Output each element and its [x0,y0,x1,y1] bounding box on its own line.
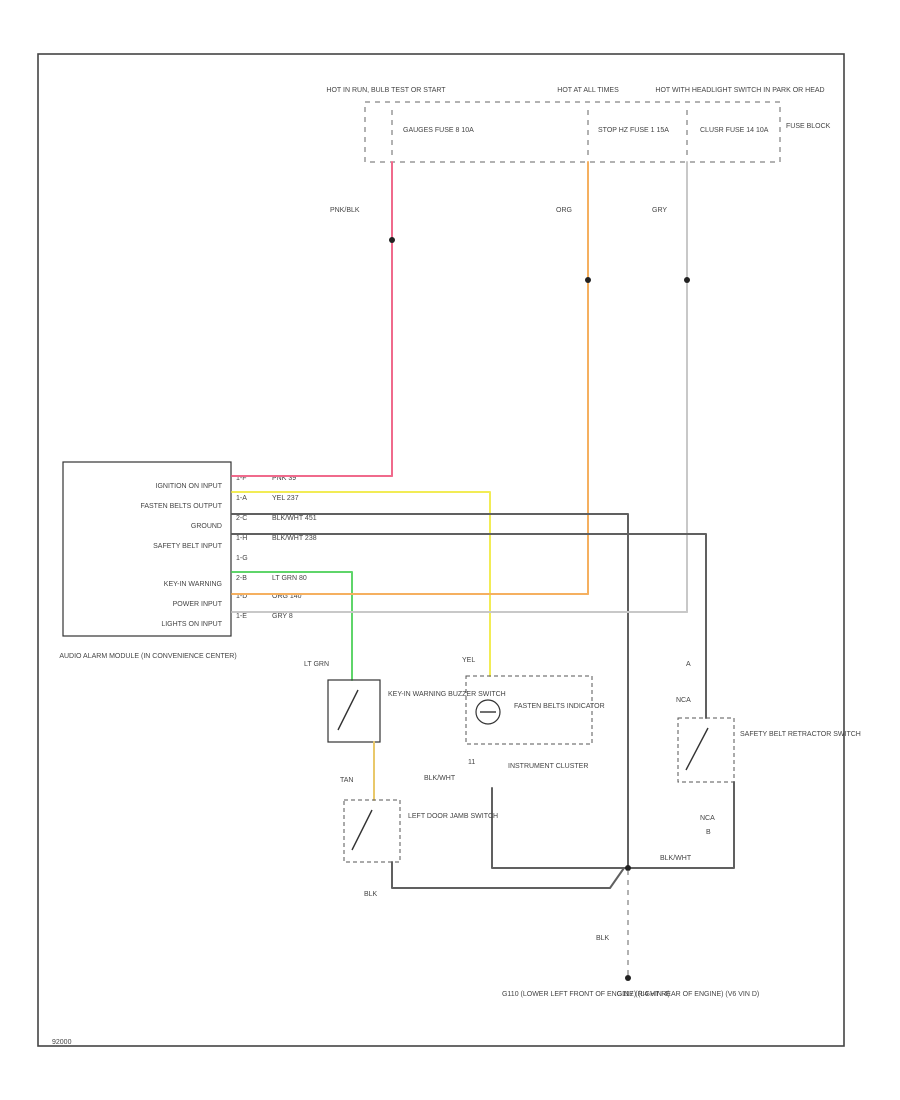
module-pin: 1-D [236,593,247,600]
module-wire-labels: PNK 39 YEL 237 BLK/WHT 451 BLK/WHT 238 L… [272,475,317,620]
wire-label-gry: GRY [652,207,667,214]
figure-id: 92000 [52,1039,72,1046]
module-pin: 1-G [236,555,248,562]
module-input: LIGHTS ON INPUT [161,621,222,628]
wire-blk-wht-belt [231,533,707,661]
connector-b-wire: NCA [700,815,715,822]
pin-wire-label: YEL 237 [272,495,299,502]
ground-g117-label: G117 (RIGHT REAR OF ENGINE) (V6 VIN D) [617,991,760,998]
hot-label-3: HOT WITH HEADLIGHT SWITCH IN PARK OR HEA… [655,87,824,94]
module-pin-labels: 1-F 1-A 2-C 1-H 1-G 2-B 1-D 1-E [236,475,248,620]
hot-label-2: HOT AT ALL TIMES [557,87,619,94]
audio-alarm-module [62,461,232,637]
connector-b-label: B [706,829,711,836]
splice-org [585,277,591,283]
fuse-label-stop-hz: STOP HZ FUSE 1 15A [598,127,669,134]
pin-wire-label: BLK/WHT 451 [272,515,317,522]
pin-wire-label: GRY 8 [272,613,293,620]
pin-wire-label: ORG 140 [272,593,302,600]
key-in-switch-arm [337,689,359,731]
wire-label-org: ORG [556,207,572,214]
key-in-switch-box [327,679,381,743]
cluster-label: INSTRUMENT CLUSTER [508,763,588,770]
wire-lt-grn [231,571,353,681]
hot-label-1: HOT IN RUN, BULB TEST OR START [326,87,446,94]
belt-switch-label: SAFETY BELT RETRACTOR SWITCH [740,731,861,738]
belt-switch-box [677,717,735,783]
door-switch-label: LEFT DOOR JAMB SWITCH [408,813,498,820]
module-pin: 1-F [236,475,247,482]
fasten-belts-lamp [475,699,501,725]
module-input: FASTEN BELTS OUTPUT [140,503,222,510]
wire-label-tan: TAN [340,777,353,784]
module-input: GROUND [191,523,222,530]
wire-label-lt-grn: LT GRN [304,661,329,668]
module-input: POWER INPUT [173,601,223,608]
wire-label-blk-lower: BLK [596,935,610,942]
fuse-label-gauges: GAUGES FUSE 8 10A [403,127,474,134]
ground-g110-label: G110 (LOWER LEFT FRONT OF ENGINE) (L4 VI… [502,991,670,998]
module-input: IGNITION ON INPUT [156,483,223,490]
splice-gry [684,277,690,283]
wire-yel [231,491,491,677]
pin-wire-label: LT GRN 80 [272,575,307,582]
module-input: SAFETY BELT INPUT [153,543,223,550]
door-switch-box [343,799,401,863]
connector-a-label: A [686,661,691,668]
module-pin: 1-E [236,613,247,620]
ground-splice [625,865,631,871]
pin-wire-label: PNK 39 [272,475,296,482]
wire-belt-lower [627,781,735,869]
fuse-block-outline [364,101,781,163]
wire-label-blk: BLK [364,891,378,898]
wire-blk-door [391,861,625,889]
fuse-label-clusr: CLUSR FUSE 14 10A [700,127,769,134]
module-pin: 2-C [236,515,247,522]
fuse-block-label: FUSE BLOCK [786,123,831,130]
splice-pnk [389,237,395,243]
module-pin: 2-B [236,575,247,582]
module-input-labels: IGNITION ON INPUT FASTEN BELTS OUTPUT GR… [140,483,222,628]
diagram-frame [37,53,845,1047]
pin-wire-label: BLK/WHT 238 [272,535,317,542]
instrument-cluster-box [465,675,593,745]
wire-label-pnk-blk: PNK/BLK [330,207,360,214]
wire-label-yel: YEL [462,657,475,664]
belt-switch-arm [685,727,709,771]
module-pin: 1-H [236,535,247,542]
cluster-pin-label: 11 [468,759,475,766]
module-pin: 1-A [236,495,247,502]
key-in-switch-label: KEY-IN WARNING BUZZER SWITCH [388,691,506,698]
module-caption: AUDIO ALARM MODULE (IN CONVENIENCE CENTE… [59,653,236,660]
wire-label-blk-wht: BLK/WHT [424,775,456,782]
connector-a-wire: NCA [676,697,691,704]
wire-label-blk-wht-ground: BLK/WHT [660,855,692,862]
module-input: KEY-IN WARNING [164,581,222,588]
ground-point [625,975,631,981]
lamp-label: FASTEN BELTS INDICATOR [514,703,605,710]
door-switch-arm [351,809,373,851]
